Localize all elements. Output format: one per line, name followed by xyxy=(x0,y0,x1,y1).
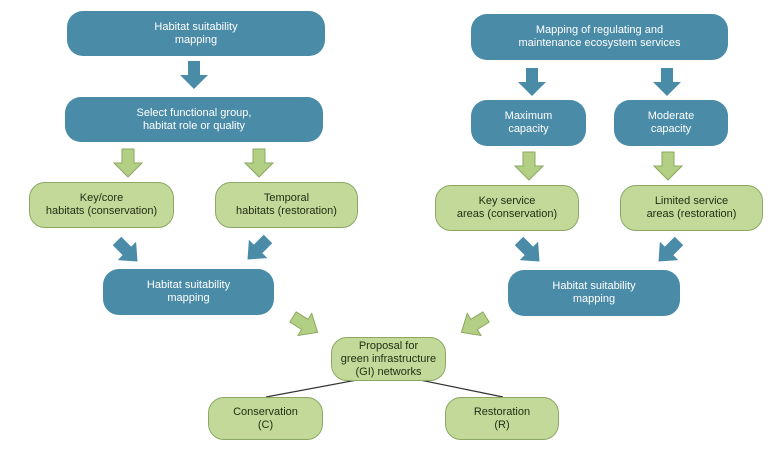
arrow-maximum-to-keyservice xyxy=(513,151,545,181)
key-core-habitats-box: Key/core habitats (conservation) xyxy=(29,182,174,228)
select-functional-group-box: Select functional group, habitat role or… xyxy=(65,97,323,142)
limited-service-areas-box: Limited service areas (restoration) xyxy=(620,185,763,231)
line-proposal-to-conservation xyxy=(265,379,358,398)
arrow-mapping-to-moderate xyxy=(653,68,681,96)
arrow-habitat-left-to-proposal xyxy=(289,311,319,337)
habitat-suitability-left-box: Habitat suitability mapping xyxy=(103,269,274,315)
arrow-moderate-to-limited xyxy=(652,151,684,181)
mapping-ecosystem-services-box: Mapping of regulating and maintenance ec… xyxy=(471,14,728,60)
arrow-keycore-to-habitat-left xyxy=(112,236,138,262)
proposal-gi-box: Proposal for green infrastructure (GI) n… xyxy=(331,337,446,381)
line-proposal-to-restoration xyxy=(419,379,504,398)
arrow-habitat-to-select xyxy=(180,61,208,89)
key-service-areas-box: Key service areas (conservation) xyxy=(435,185,579,231)
maximum-capacity-box: Maximum capacity xyxy=(471,100,586,146)
conservation-box: Conservation (C) xyxy=(208,397,323,440)
arrow-limited-to-habitat-right xyxy=(658,236,684,262)
moderate-capacity-box: Moderate capacity xyxy=(614,100,728,146)
restoration-box: Restoration (R) xyxy=(445,397,559,440)
arrow-keyservice-to-habitat-right xyxy=(514,236,540,262)
arrow-habitat-right-to-proposal xyxy=(460,311,490,337)
temporal-habitats-box: Temporal habitats (restoration) xyxy=(215,182,358,228)
arrow-select-to-keycore xyxy=(112,148,144,178)
habitat-suitability-top-box: Habitat suitability mapping xyxy=(67,11,325,56)
arrow-select-to-temporal xyxy=(243,148,275,178)
habitat-suitability-right-box: Habitat suitability mapping xyxy=(508,270,680,316)
arrow-mapping-to-maximum xyxy=(518,68,546,96)
arrow-temporal-to-habitat-left xyxy=(247,234,273,260)
